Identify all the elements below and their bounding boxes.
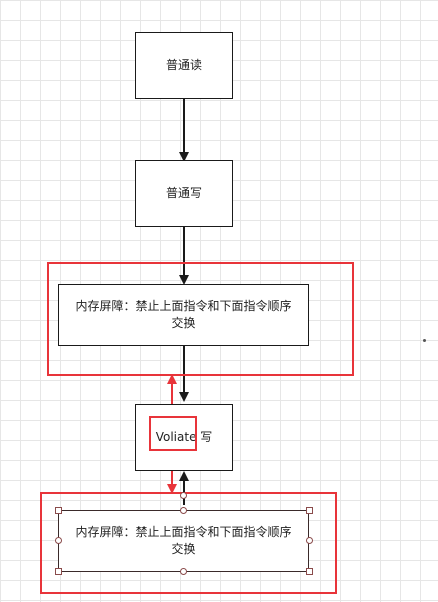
node-normal-read-label: 普通读 <box>165 58 202 72</box>
volatile-keyword: Voliate <box>155 430 197 444</box>
node-volatile-write-label: Voliate 写 <box>156 429 213 446</box>
highlight-frame-volatile-word <box>149 416 197 451</box>
rotation-handle[interactable] <box>180 492 187 499</box>
node-normal-write-label: 普通写 <box>165 186 202 200</box>
resize-handle-middle-left[interactable] <box>55 537 62 544</box>
node-volatile-write[interactable]: Voliate 写 <box>135 404 233 471</box>
node-normal-write[interactable]: 普通写 <box>135 160 233 227</box>
stray-dot <box>423 339 426 342</box>
resize-handle-bottom-right[interactable] <box>306 568 313 575</box>
highlight-frame-barrier1 <box>47 262 354 376</box>
resize-handle-top-left[interactable] <box>55 507 62 514</box>
resize-handle-top-right[interactable] <box>306 507 313 514</box>
resize-handle-middle-right[interactable] <box>306 537 313 544</box>
node-memory-barrier-1[interactable]: 内存屏障：禁止上面指令和下面指令顺序交换 <box>58 284 309 346</box>
node-memory-barrier-2[interactable]: 内存屏障：禁止上面指令和下面指令顺序交换 <box>58 510 309 572</box>
volatile-suffix: 写 <box>196 430 213 444</box>
node-memory-barrier-1-label: 内存屏障：禁止上面指令和下面指令顺序交换 <box>75 299 292 330</box>
node-memory-barrier-2-label: 内存屏障：禁止上面指令和下面指令顺序交换 <box>75 525 292 556</box>
node-normal-read[interactable]: 普通读 <box>135 32 233 99</box>
resize-handle-bottom-left[interactable] <box>55 568 62 575</box>
resize-handle-bottom-center[interactable] <box>180 568 187 575</box>
resize-handle-top-center[interactable] <box>180 507 187 514</box>
highlight-frame-barrier2 <box>40 492 337 594</box>
